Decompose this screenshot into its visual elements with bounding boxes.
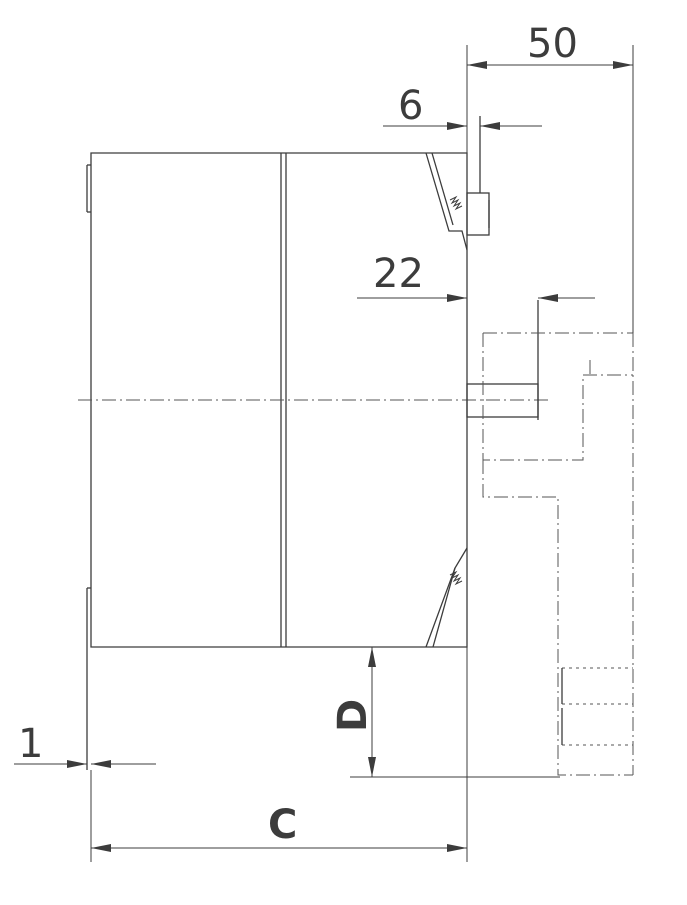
dim-d: D — [330, 647, 560, 778]
dim-6: 6 — [383, 83, 542, 130]
top-clamp — [425, 116, 490, 251]
dim-c: C — [90, 647, 468, 862]
dim-22-label: 22 — [373, 251, 424, 297]
dim-c-label: C — [268, 802, 297, 848]
dashed-terminal — [482, 332, 634, 776]
bottom-clamp — [425, 547, 468, 648]
shaft — [466, 300, 539, 420]
dim-50-label: 50 — [527, 21, 578, 67]
dim-1: 1 — [14, 721, 156, 768]
dim-1-label: 1 — [18, 721, 43, 767]
dim-6-label: 6 — [398, 83, 423, 129]
dim-50: 50 — [466, 21, 634, 333]
dim-22: 22 — [357, 251, 595, 302]
device-body — [86, 152, 468, 770]
dim-d-label: D — [330, 699, 376, 732]
